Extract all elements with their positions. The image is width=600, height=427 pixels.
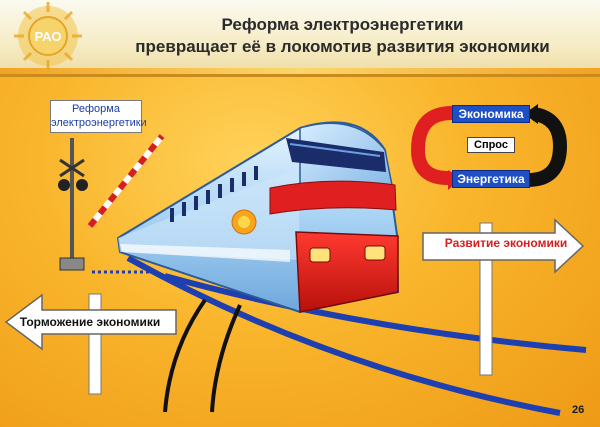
reform-label: Реформа электроэнергетики (50, 100, 147, 133)
economy-box: Экономика (452, 105, 530, 123)
braking-sign-text: Торможение экономики (19, 315, 161, 329)
crossing-barrier (58, 134, 165, 271)
reform-label-line-2: электроэнергетики (51, 117, 147, 129)
demand-label: Спрос (467, 137, 515, 153)
development-sign-text: Развитие экономики (444, 236, 568, 250)
braking-signpost (4, 293, 177, 395)
page-number: 26 (572, 404, 585, 416)
header-bar (0, 0, 600, 77)
title-line-2: превращает её в локомотив развития эконо… (135, 37, 550, 56)
development-signpost (422, 218, 585, 376)
logo-text: РАО (35, 29, 62, 44)
title-line-1: Реформа электроэнергетики (221, 15, 464, 34)
railway-track (92, 255, 587, 416)
energy-box: Энергетика (452, 170, 530, 188)
page-title: Реформа электроэнергетики превращает её … (95, 14, 590, 58)
locomotive (116, 121, 400, 314)
logo-icon: РАО (14, 2, 82, 70)
sun-emblem-icon (231, 209, 257, 235)
cycle-arrows (410, 104, 568, 190)
reform-label-line-1: Реформа (72, 103, 120, 115)
header-strip (0, 68, 600, 74)
